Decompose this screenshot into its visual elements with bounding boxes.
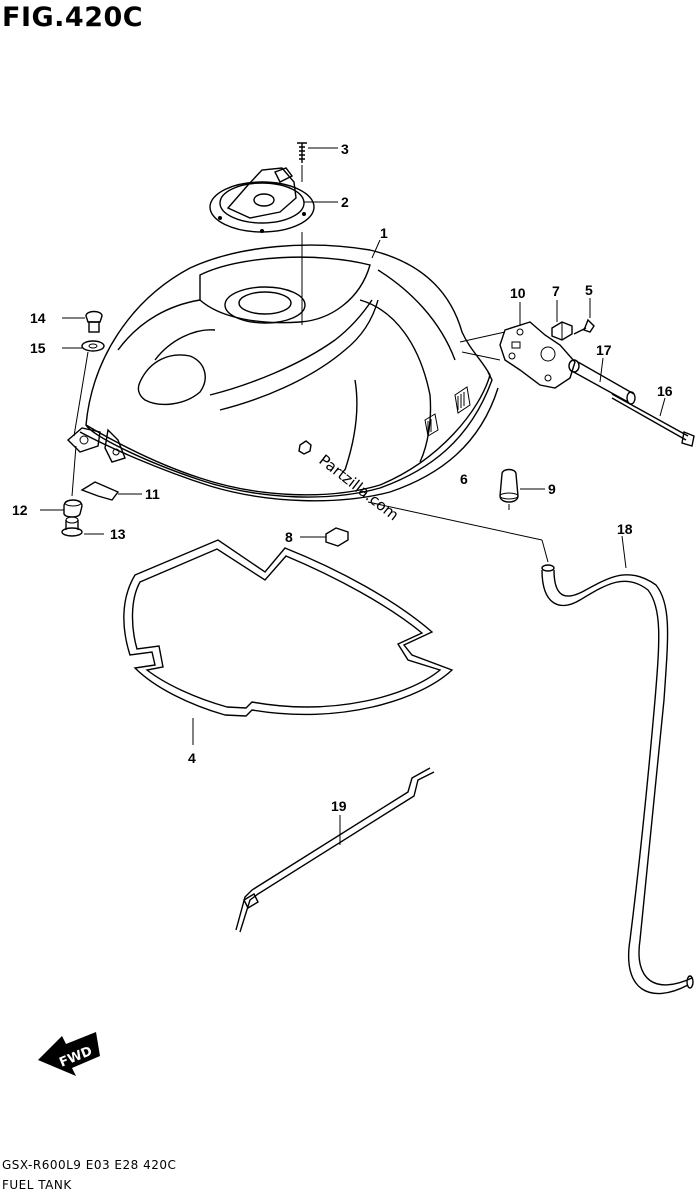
part-12-grommet <box>63 499 83 518</box>
part-11-clip <box>80 481 120 501</box>
fwd-arrow: FWD <box>38 1032 100 1076</box>
part-13-collar <box>61 516 83 537</box>
part-16-bolt <box>611 393 695 447</box>
figure-title: FIG.420C <box>2 2 144 33</box>
part-2-fuel-cap <box>209 167 315 233</box>
callout-17: 17 <box>596 342 612 358</box>
footer-part-name: FUEL TANK <box>2 1178 72 1192</box>
callout-labels: 3 2 1 10 7 5 14 15 17 16 6 9 11 12 13 18… <box>12 141 673 814</box>
part-9-damper <box>499 468 519 510</box>
callout-18: 18 <box>617 521 633 537</box>
callout-9: 9 <box>548 481 556 497</box>
part-1-fuel-tank <box>66 244 499 502</box>
part-5-bolt <box>573 318 595 335</box>
part-18-hose <box>541 564 694 995</box>
part-10-bracket <box>499 321 576 389</box>
leader-lines <box>40 147 666 845</box>
callout-16: 16 <box>657 383 673 399</box>
part-4-seal <box>123 539 454 717</box>
callout-11: 11 <box>145 486 160 502</box>
callout-6: 6 <box>460 471 468 487</box>
callout-7: 7 <box>552 283 560 299</box>
callout-10: 10 <box>510 285 526 301</box>
callout-5: 5 <box>585 282 593 298</box>
callout-13: 13 <box>110 526 126 542</box>
callout-15: 15 <box>30 340 46 356</box>
callout-2: 2 <box>341 194 349 210</box>
footer-model-code: GSX-R600L9 E03 E28 420C <box>2 1158 177 1172</box>
callout-19: 19 <box>331 798 347 814</box>
part-7-nut <box>551 321 573 341</box>
callout-8: 8 <box>285 529 293 545</box>
callout-12: 12 <box>12 502 28 518</box>
watermark-text: Partzilla.com <box>316 451 403 524</box>
callout-3: 3 <box>341 141 349 157</box>
callout-4: 4 <box>188 750 196 766</box>
part-3-screw <box>297 142 307 163</box>
part-8-nut <box>325 527 349 547</box>
part-19-rod <box>235 767 435 933</box>
part-15-washer <box>81 340 105 352</box>
callout-14: 14 <box>30 310 46 326</box>
callout-1: 1 <box>380 225 388 241</box>
part-14-bolt <box>85 310 103 333</box>
